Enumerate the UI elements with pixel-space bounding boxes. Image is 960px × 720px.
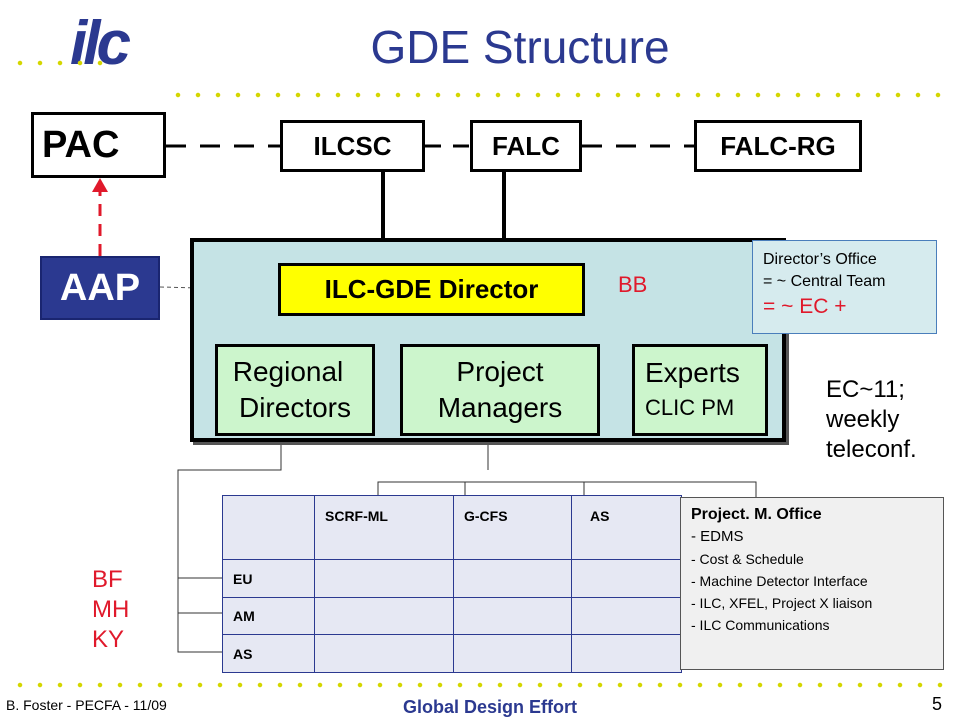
regional-directors-box: Regional Directors bbox=[215, 344, 375, 436]
ec-note: EC~11; weekly teleconf. bbox=[826, 375, 917, 465]
dotted-divider-header bbox=[168, 92, 953, 98]
aap-label: AAP bbox=[59, 266, 141, 309]
project-office-box: Project. M. Office - EDMS - Cost & Sched… bbox=[680, 497, 944, 670]
project-managers-box: Project Managers bbox=[400, 344, 600, 436]
matrix-col-label: AS bbox=[590, 508, 610, 524]
matrix-col-g-cfs: G-CFS bbox=[453, 495, 572, 560]
falc-rg-box: FALC-RG bbox=[694, 120, 862, 172]
aap-box: AAP bbox=[40, 256, 160, 320]
matrix-cell bbox=[453, 634, 572, 673]
matrix-cell bbox=[314, 559, 454, 598]
falc-box: FALC bbox=[470, 120, 582, 172]
side-names: BF MH KY bbox=[92, 565, 129, 655]
falc-label: FALC bbox=[492, 130, 560, 161]
matrix-cell bbox=[453, 559, 572, 598]
matrix-cell bbox=[571, 597, 682, 635]
directors-office-box: Director’s Office = ~ Central Team = ~ E… bbox=[752, 240, 937, 334]
matrix-row-label: AM bbox=[222, 597, 315, 635]
matrix-row-label: EU bbox=[222, 559, 315, 598]
bb-label: BB bbox=[618, 272, 648, 297]
pac-box: PAC bbox=[31, 112, 166, 178]
director-label: ILC-GDE Director bbox=[324, 274, 539, 304]
matrix-cell bbox=[453, 597, 572, 635]
side-name: MH bbox=[92, 596, 130, 623]
ec-note-line1: EC~11; bbox=[826, 376, 905, 403]
dotted-divider-left bbox=[10, 60, 110, 66]
regional-line1: Regional bbox=[232, 356, 344, 387]
matrix-cell bbox=[571, 634, 682, 673]
falc-rg-label: FALC-RG bbox=[720, 130, 836, 161]
matrix-row-as: AS bbox=[222, 634, 682, 673]
ilc-logo-text: ilc bbox=[70, 9, 131, 78]
matrix-corner-cell bbox=[222, 495, 315, 560]
pac-label: PAC bbox=[42, 123, 120, 166]
page-number: 5 bbox=[932, 694, 943, 714]
matrix-cell bbox=[314, 634, 454, 673]
matrix-col-label: SCRF-ML bbox=[325, 508, 388, 524]
ec-note-line3: teleconf. bbox=[826, 436, 917, 463]
directors-office-line1: Director’s Office bbox=[763, 251, 877, 268]
footer-left: B. Foster - PECFA - 11/09 bbox=[6, 697, 167, 713]
directors-office-line3: = ~ EC + bbox=[763, 295, 847, 318]
matrix-row-eu: EU bbox=[222, 559, 682, 598]
ec-note-line2: weekly bbox=[826, 406, 900, 433]
matrix-col-scrf-ml: SCRF-ML bbox=[314, 495, 454, 560]
page-title: GDE Structure bbox=[370, 21, 670, 73]
directors-office-line2: = ~ Central Team bbox=[763, 273, 886, 290]
ilc-logo: ilc bbox=[70, 13, 160, 78]
project-office-item: - Cost & Schedule bbox=[691, 551, 804, 567]
project-office-item: - EDMS bbox=[691, 528, 744, 545]
regional-line2: Directors bbox=[238, 392, 351, 423]
ilcsc-box: ILCSC bbox=[280, 120, 425, 172]
experts-box: Experts CLIC PM bbox=[632, 344, 768, 436]
region-system-matrix: SCRF-ML G-CFS AS EU AM AS bbox=[222, 495, 682, 673]
project-office-item: - ILC Communications bbox=[691, 617, 830, 633]
side-name: BF bbox=[92, 566, 123, 593]
matrix-cell bbox=[571, 559, 682, 598]
matrix-row-am: AM bbox=[222, 597, 682, 635]
experts-line2: CLIC PM bbox=[645, 395, 735, 420]
project-managers-line2: Managers bbox=[437, 392, 563, 423]
matrix-col-as: AS bbox=[571, 495, 682, 560]
matrix-header-row: SCRF-ML G-CFS AS bbox=[222, 495, 682, 560]
matrix-row-label: AS bbox=[222, 634, 315, 673]
project-managers-line1: Project bbox=[456, 356, 544, 387]
matrix-cell bbox=[314, 597, 454, 635]
side-name: KY bbox=[92, 626, 125, 653]
dotted-divider-footer bbox=[10, 682, 950, 688]
footer-center: Global Design Effort bbox=[402, 697, 577, 717]
director-box: ILC-GDE Director bbox=[278, 263, 585, 316]
project-office-item: - ILC, XFEL, Project X liaison bbox=[691, 595, 873, 611]
project-office-item: - Machine Detector Interface bbox=[691, 573, 868, 589]
project-office-title: Project. M. Office bbox=[691, 506, 822, 523]
ilcsc-label: ILCSC bbox=[313, 130, 392, 161]
matrix-col-label: G-CFS bbox=[464, 508, 508, 524]
experts-line1: Experts bbox=[645, 357, 740, 388]
